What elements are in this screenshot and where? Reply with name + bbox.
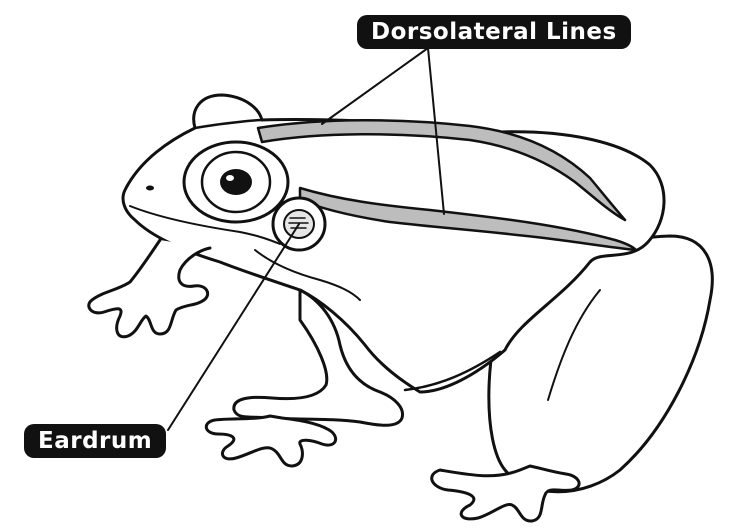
nostril: [146, 186, 154, 191]
front-foot: [206, 416, 335, 466]
leader-dorsolateral-upper: [322, 48, 428, 124]
eye-pupil: [220, 169, 252, 195]
far-front-arm: [89, 240, 210, 337]
hind-foot: [432, 466, 579, 521]
eye-highlight: [226, 175, 234, 181]
dorsolateral-lines-label: Dorsolateral Lines: [357, 15, 631, 49]
eardrum-label: Eardrum: [24, 424, 166, 458]
